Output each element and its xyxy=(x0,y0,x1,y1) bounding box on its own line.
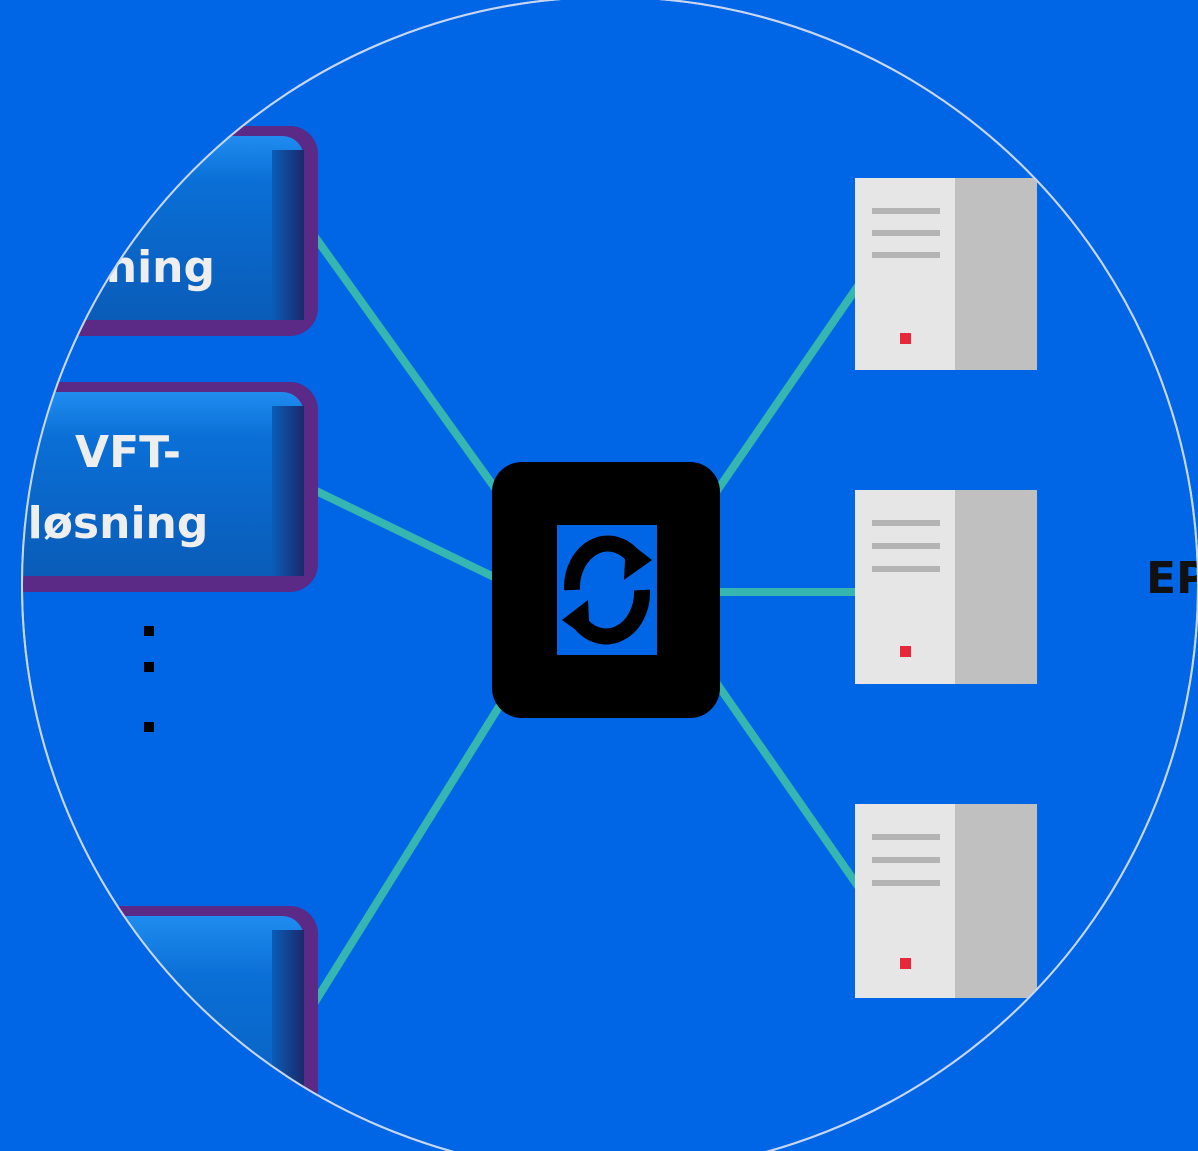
server-3[interactable] xyxy=(855,804,1037,998)
solution-box-3[interactable] xyxy=(0,906,318,1151)
connector-solution-1 xyxy=(306,227,529,533)
epj-label: EP xyxy=(1146,553,1198,604)
solution-box-2-label-line1: VFT- xyxy=(75,427,181,478)
ellipsis xyxy=(144,626,154,732)
solution-box-2-label-line2: løsning xyxy=(28,498,209,549)
sync-icon xyxy=(557,525,657,655)
sync-hub[interactable] xyxy=(492,462,720,718)
server-2[interactable] xyxy=(855,490,1037,684)
solution-box-1-label-line2: ning xyxy=(106,242,215,293)
server-1[interactable] xyxy=(855,178,1037,370)
connector-solution-2 xyxy=(308,484,527,596)
solution-box-2[interactable]: VFT- løsning xyxy=(0,382,318,592)
scope-circle-outline xyxy=(21,0,1198,1151)
solution-box-1[interactable]: ning xyxy=(0,126,318,336)
connector-solution-3 xyxy=(306,662,529,1013)
